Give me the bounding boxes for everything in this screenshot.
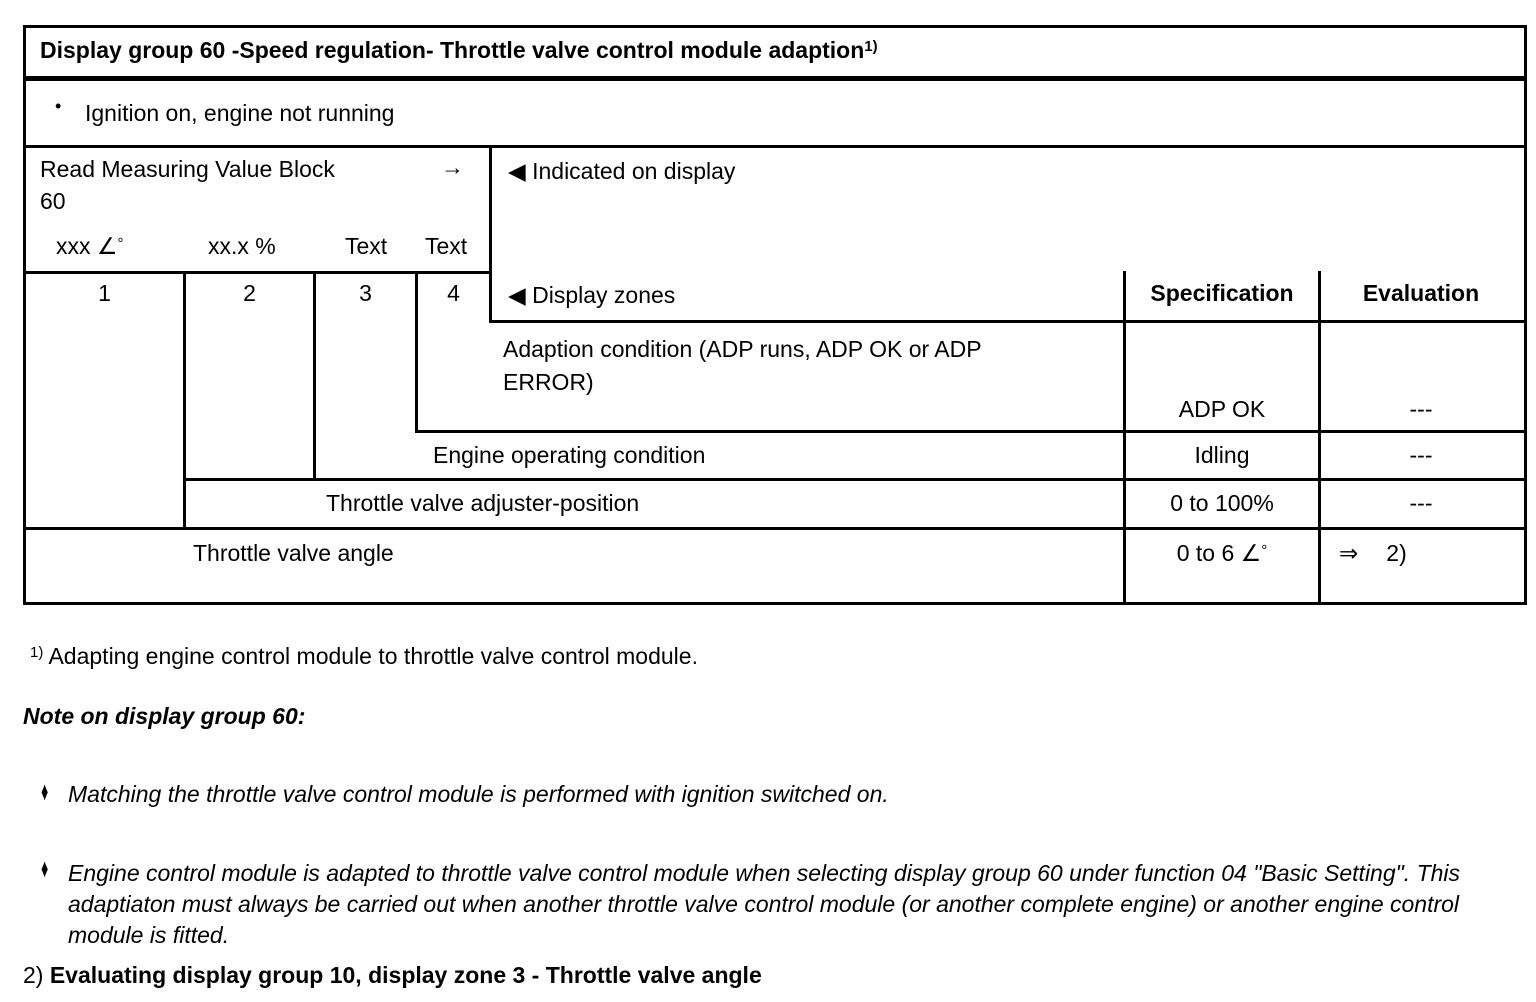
row-divider: [415, 430, 1524, 433]
indicated-label: Indicated on display: [532, 158, 736, 184]
zone1-unit: xxx ∠°: [56, 233, 124, 260]
measuring-block-table: Display group 60 -Speed regulation- Thro…: [23, 25, 1527, 605]
note-bullet-icon: ♦: [38, 776, 51, 807]
note-heading: Note on display group 60:: [23, 703, 306, 729]
double-arrow-icon: ⇒: [1339, 540, 1359, 566]
zone-number-3: 3: [359, 280, 372, 306]
row-description: Throttle valve adjuster-position: [326, 490, 640, 516]
row-evaluation: ---: [1409, 442, 1433, 468]
display-zones-text: Display zones: [532, 282, 676, 308]
row-spec-degree: °: [1261, 542, 1268, 559]
row-specification: 0 to 100%: [1170, 490, 1274, 516]
column-header-evaluation: Evaluation: [1362, 280, 1480, 306]
zone1-divider: [183, 271, 186, 527]
footnote-1-marker: 1): [30, 644, 44, 661]
title-divider: [26, 76, 1524, 81]
precondition-text: Ignition on, engine not running: [85, 100, 395, 126]
zone-number-4: 4: [447, 280, 460, 306]
footnote-2-text: Evaluating display group 10, display zon…: [49, 962, 762, 988]
row-evaluation: ---: [1409, 490, 1433, 516]
evaluation-footnote-ref: 2): [1386, 540, 1407, 566]
note-bullet-icon: ♦: [38, 853, 51, 884]
measure-box-right-border: [489, 145, 492, 323]
note-item-2: Engine control module is adapted to thro…: [68, 860, 1461, 948]
row-divider: [26, 527, 1524, 530]
table-title-footnote-ref: 1): [864, 38, 878, 55]
footnote-2: 2) Evaluating display group 10, display …: [23, 962, 762, 989]
read-block-label: Read Measuring Value Block: [40, 156, 335, 182]
row-description: Engine operating condition: [433, 442, 706, 468]
row-evaluation: ⇒ 2): [1339, 540, 1407, 567]
bullet-icon: •: [55, 96, 62, 116]
right-arrow-icon: →: [441, 154, 464, 180]
diamond-icon: ♦: [40, 853, 49, 883]
footnote-2-marker: 2): [23, 962, 44, 988]
measure-box-bottom-border: [26, 271, 492, 274]
row-specification: Idling: [1194, 442, 1250, 468]
spec-col-left-border: [1123, 271, 1126, 602]
display-zones-label: ◀ Display zones: [508, 282, 675, 309]
zone2-unit: xx.x %: [208, 233, 276, 259]
zone-number-2: 2: [243, 280, 256, 306]
row-specification: ADP OK: [1178, 396, 1266, 422]
note-item-1: Matching the throttle valve control modu…: [68, 781, 889, 807]
zone1-unit-base: xxx ∠: [56, 233, 118, 259]
footnote-1-text: Adapting engine control module to thrott…: [48, 643, 698, 669]
diamond-icon: ♦: [40, 776, 49, 806]
table-title-text: Display group 60 -Speed regulation- Thro…: [40, 37, 865, 63]
column-header-specification: Specification: [1150, 280, 1294, 306]
left-triangle-icon: ◀: [508, 158, 526, 184]
zones-row-bottom-border: [489, 320, 1524, 323]
zone2-divider: [313, 271, 316, 478]
zone1-unit-degree: °: [117, 235, 124, 252]
row-evaluation: ---: [1409, 396, 1433, 422]
row-divider: [183, 478, 1524, 481]
footnote-1: 1) Adapting engine control module to thr…: [30, 643, 698, 670]
row-spec-base: 0 to 6 ∠: [1176, 540, 1262, 566]
eval-col-left-border: [1318, 271, 1321, 602]
row-specification: 0 to 6 ∠°: [1126, 540, 1318, 567]
zone3-divider: [415, 271, 418, 430]
row-description: Throttle valve angle: [193, 540, 394, 566]
left-triangle-icon: ◀: [508, 282, 526, 308]
zone4-unit: Text: [425, 233, 468, 259]
zone3-unit: Text: [345, 233, 388, 259]
row-description: Adaption condition (ADP runs, ADP OK or …: [503, 336, 982, 395]
table-title: Display group 60 -Speed regulation- Thro…: [40, 37, 878, 64]
zone-number-1: 1: [98, 280, 111, 306]
row-divider: [26, 145, 1524, 148]
read-block-number: 60: [40, 188, 66, 214]
indicated-on-display: ◀ Indicated on display: [508, 158, 735, 185]
